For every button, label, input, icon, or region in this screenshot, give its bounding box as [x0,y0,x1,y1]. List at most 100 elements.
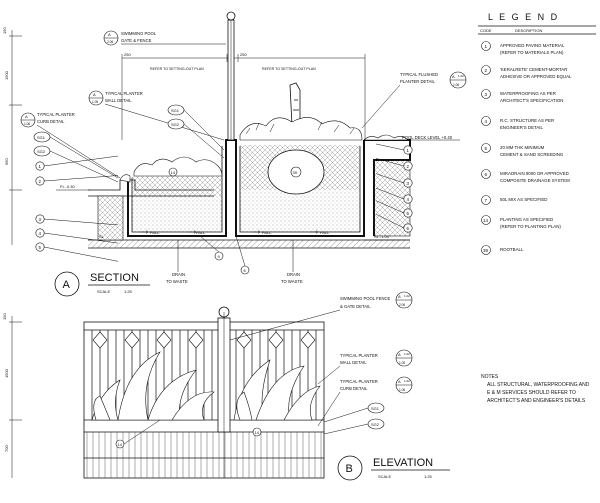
legend-item: 3 WATERPROOFING AS PER ARCHITECT'S SPECIFI… [481,89,563,103]
rootball-code: 39 [293,170,298,175]
legend-title: L E G E N D [488,12,559,22]
flushed-ref-detail: 1.02 [458,74,464,78]
dim-250-label-2: 250 [240,52,247,57]
legend-code: 5 [485,146,488,151]
section-letter: A [63,279,71,291]
legend-description-line: WATERPROOFING AS PER [500,91,556,96]
notes-block: NOTES ALL STRUCTURAL, WATERPROOFING AND … [481,374,590,404]
dim-250-label: 250 [124,52,131,57]
pool-gate-label-2: GATE & FENCE [121,38,152,43]
elev-wall-ref-detail: 1.02 [404,352,410,356]
elevation-planting-left [91,351,215,421]
section-left-sg2-tag: SG2 [37,149,46,154]
fall-label-2: FALL [196,230,206,235]
legend-code-badge [481,143,491,153]
elev-curb-ref-sheet: 1.06 [399,388,405,392]
fall-label-3: FALL [262,230,272,235]
elev-height-top-label: 150 [2,313,7,320]
legend-description-line: ENGINEER'S DETAIL [500,125,544,130]
plant-code: 14 [171,170,176,175]
section-drawing: 250 250 REFER TO SETTING-OUT PLAN REFER … [2,11,467,297]
fence-diamond-ornament [300,331,316,349]
legend-code: 2 [485,68,488,73]
legend-code: 1 [485,44,488,49]
fence-diamond-ornament [188,331,204,349]
section-callout-left-number: 3 [39,217,42,222]
flushed-ref-sheet: 1.06 [453,83,459,87]
elevation-drawing: 150 1500 700 14 14 SWIMMING POOL FENCE &… [2,291,450,481]
elev-plant-code-2: 14 [255,430,260,435]
legend-code-badge [481,169,491,179]
section-scale-label: SCALE [97,289,110,294]
section-callout-left-number: 4 [39,231,42,236]
legend-code: 3 [485,92,488,97]
elev-wall-label-1: TYPICAL PLANTER [340,353,378,358]
section-callout-right-number: 6 [407,226,410,231]
flushed-planter-label-1: TYPICAL FLUSHED [400,72,438,77]
legend-code: 6 [485,172,488,177]
wall-ref-sheet: 1.05 [92,100,98,104]
sl-left-level: SL [99,234,105,239]
legend-code-badge [481,65,491,75]
legend-description-line: (REFER TO PLANTING PLAN) [500,224,561,229]
section-callout-left-number: 2 [39,179,42,184]
elevation-planting-right [233,359,321,421]
elev-wall-ref-letter: A [398,352,401,357]
elevation-letter: B [346,463,353,475]
legend-description-line: MIRADRAIN 9000 OR APPROVED [500,171,569,176]
dim-right-text: REFER TO SETTING-OUT PLAN [262,67,316,71]
elev-height-1500-label: 1500 [4,368,9,378]
elev-curb-ref-letter: A [398,379,401,384]
curb-detail-label-2: CURB DETAIL [37,119,65,124]
notes-title: NOTES [481,374,499,380]
pool-deck-level: POOL DECK LEVEL +0.40 [402,135,453,140]
legend-description-line: COMPOSITE DRAINAGE SYSTEM [500,178,570,183]
elev-fence-ref-sheet: 2.06 [399,303,405,307]
elev-plant-code: 14 [118,442,123,447]
elevation-scale-label: SCALE [378,474,391,479]
legend-code: 7 [485,198,488,203]
legend-description-line: 'KERALRETE' CEMENT-MORTAR [500,67,567,72]
legend-code-badge [481,215,491,225]
legend-code-badge [481,41,491,51]
wall-detail-label-1: TYPICAL PLANTER [105,91,143,96]
elev-sg1-tag: SG1 [371,406,380,411]
legend-description-header: DESCRIPTION [515,28,542,33]
legend-item: 14 PLANTING AS SPECIFIED (REFER TO PLANTIN… [481,215,561,229]
elev-sg2-tag: SG2 [371,422,380,427]
notes-line-1: ALL STRUCTURAL, WATERPROOFING AND [487,382,590,388]
fl-left-level: FL -0.30 [60,184,76,189]
pool-gate-ref-letter: A [108,32,111,37]
legend-code: 14 [483,218,489,223]
fence-diamond-ornament [268,331,284,349]
elev-wall-label-2: WALL DETAIL [340,360,367,365]
elev-wall-ref-sheet: 1.05 [399,361,405,365]
section-sg1-tag: SG1 [171,108,180,113]
legend-code-badge [481,245,491,255]
notes-line-2: E & M SERVICES SHOULD REFER TO [487,390,576,396]
drain-label-2a: DRAIN [287,272,300,277]
legend-description-line: R.C. STRUCTURE AS PER [500,118,554,123]
elevation-scale-value: 1:25 [424,474,433,479]
legend-description-line: ROOTBALL [500,247,524,252]
section-callout-right-number: 1 [407,148,410,153]
legend-description-line: PLANTING AS SPECIFIED [500,217,553,222]
section-callout-right-number: 5 [407,211,410,216]
legend-description-line: ARCHITECT'S SPECIFICATION [500,98,563,103]
curb-ref-sheet: 1.06 [24,122,30,126]
section-left-sg1-tag: SG1 [37,135,46,140]
fall-arrows: FALL FALL FALL FALL [140,230,330,235]
legend-description-line: APPROVED PAVING MATERIAL [500,43,565,48]
fall-label-1: FALL [150,230,160,235]
legend-description-line: 20 MM THK MINIMUM [500,145,545,150]
pool-gate-ref-sheet: 2.06 [107,40,113,44]
section-callout-right-number: 3 [407,181,410,186]
